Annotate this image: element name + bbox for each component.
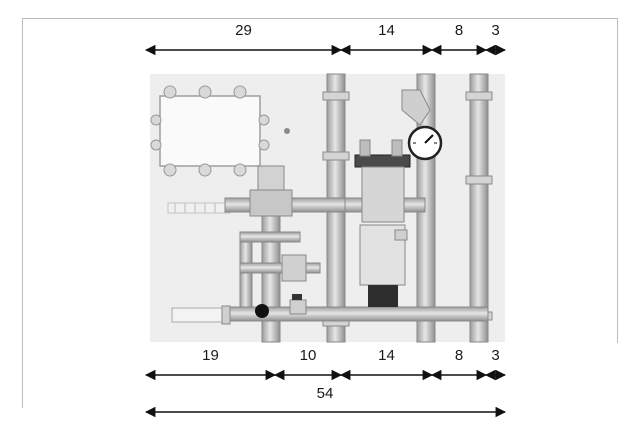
- panel-screw: [284, 128, 290, 134]
- bottom-dimension-label-1: 19: [202, 347, 219, 364]
- top-dimension-label-2: 14: [378, 22, 395, 39]
- pipe-vertical-right: [469, 73, 489, 343]
- top-dimension-label-3: 8: [455, 22, 463, 39]
- frame-top-line: [22, 18, 618, 19]
- pipe-vertical-bypass: [239, 234, 253, 316]
- bottom-dimension-label-4: 8: [455, 347, 463, 364]
- junction-box: [150, 85, 270, 177]
- strainer: [401, 89, 431, 126]
- overall-dimension-label: 54: [317, 385, 334, 402]
- bottom-dimension-label-2: 10: [300, 347, 317, 364]
- pressure-gauge: [407, 125, 443, 161]
- frame-left-line: [22, 18, 23, 408]
- bypass-valve: [281, 254, 307, 282]
- frame-right-line: [617, 18, 618, 343]
- overall-dimension: 54: [144, 385, 507, 418]
- ball-valve: [255, 294, 307, 318]
- pipe-horizontal-middle: [239, 262, 321, 274]
- sensor-stub: [171, 305, 231, 325]
- top-dimension-chain: 29 14 8 3: [144, 22, 507, 56]
- top-dimension-label-1: 29: [235, 22, 252, 39]
- bottom-dimension-label-5: 3: [491, 347, 499, 364]
- valve-actuator: [354, 139, 411, 223]
- circulation-pump: [359, 224, 408, 307]
- bottom-dimension-label-3: 14: [378, 347, 395, 364]
- mixing-valve: [249, 165, 293, 217]
- pipe-return-curve: [239, 231, 301, 243]
- top-dimension-label-4: 3: [491, 22, 499, 39]
- bottom-dimension-chain: 19 10 14 8 3: [144, 347, 507, 381]
- cable-strip: [167, 202, 231, 214]
